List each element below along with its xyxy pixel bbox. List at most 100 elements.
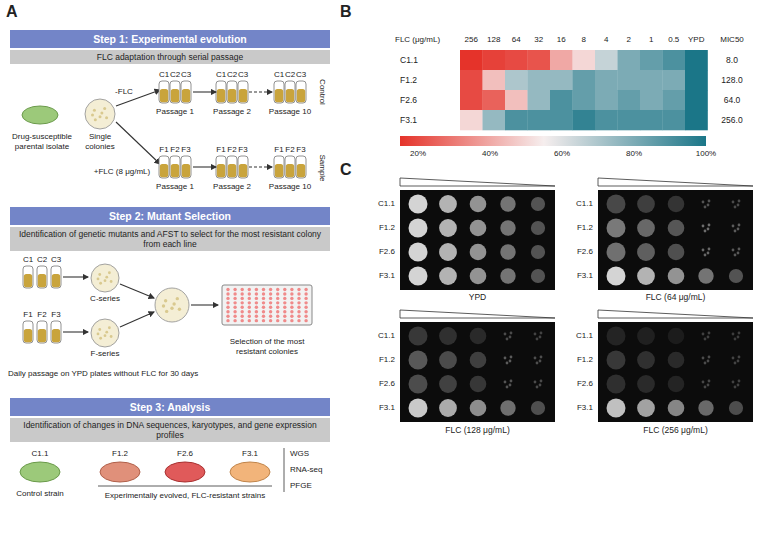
heatmap-cell [528,70,551,90]
yeast-spot [409,243,428,262]
figure-label: C1 [216,70,226,80]
heatmap-cell [483,90,506,110]
yeast-spot [409,267,428,286]
yeast-spot [637,351,655,369]
heatmap-cell [595,70,618,90]
colony-dot [704,230,707,233]
figure-label: Passage 10 [269,107,311,117]
yeast-spot [607,267,626,286]
panel-letter: A [6,2,18,21]
figure-label: F1.2 [379,223,395,233]
heatmap-cell [550,70,573,90]
yeast-spot [439,351,457,369]
agar-plate [85,99,115,129]
description-band: Identification of genetic mutants and AF… [10,227,330,251]
culture-tube [227,81,237,103]
concentration-header: 128 [487,35,500,45]
yeast-spot [531,221,545,235]
culture-tube [216,81,226,103]
colony-dot [536,362,539,365]
culture-tube [51,321,61,343]
colony-dot [737,360,740,363]
strain-cell [165,462,205,482]
step-header: Step 1: Experimental evolution [10,30,330,48]
agar-plate [155,288,189,322]
heatmap-cell [528,50,551,70]
yeast-spot [470,268,487,285]
heatmap-cell [505,90,528,110]
colony-dot [738,248,741,251]
colony-dot [509,336,512,339]
colony [165,310,168,313]
plate-well [304,301,307,304]
figure-label: -FLC [113,87,135,97]
culture-medium [182,164,190,177]
figure-label: F1.2 [577,355,593,365]
strain-cell [230,462,270,482]
description-band: FLC adaptation through serial passage [10,50,330,64]
plate-well [283,292,286,295]
colony [99,115,102,118]
culture-medium [275,89,283,102]
culture-tube [170,81,180,103]
yeast-spot [531,269,545,283]
figure-label: F3.1 [577,271,593,281]
plate-well [269,292,272,295]
colony-dot [738,356,741,359]
culture-tube [296,156,306,178]
yeast-spot [637,327,655,345]
culture-tube [274,81,284,103]
analysis-bracket [284,448,285,492]
plate-well [297,306,300,309]
plate-well [304,306,307,309]
colony-dot [708,380,711,383]
colony-dot [504,357,507,360]
plate-well [262,306,265,309]
heatmap-cell [685,90,708,110]
colony-dot [509,384,512,387]
plate-well [297,310,300,313]
figure-label: Daily passage on YPD plates without FLC … [8,369,198,379]
figure-label: C1.1 [576,331,593,341]
culture-tube [181,81,191,103]
plate-well [226,292,229,295]
figure-label: C2 [37,255,47,265]
figure-label: Control strain [16,489,64,499]
plate-well [269,301,272,304]
colony-dot [510,356,513,359]
description-text: Identification of changes in DNA sequenc… [18,420,322,440]
yeast-spot [500,244,515,259]
figure-label: MIC50 [720,35,744,45]
plate-well [255,306,258,309]
plate-well [290,292,293,295]
colony [105,331,108,334]
step-header: Step 2: Mutant Selection [10,207,330,225]
figure-label: F2.6 [379,379,395,389]
heatmap-cell [618,50,641,70]
heatmap-cell [685,70,708,90]
plate-well [233,310,236,313]
figure-label: YPD [469,292,486,302]
figure-label: F3 [238,145,247,155]
flow-arrow [63,276,88,277]
culture-medium [52,329,60,342]
figure-label: F1 [159,145,168,155]
colorbar-tick: 100% [696,149,716,159]
colony [99,337,102,340]
yeast-spot [470,376,487,393]
figure-label: C2 [227,70,237,80]
yeast-spot [439,327,457,345]
plate-well [297,292,300,295]
figure-label: 256.0 [721,115,742,125]
plate-well [290,297,293,300]
colony [94,118,97,121]
heatmap-cell [505,110,528,130]
heatmap-cell [595,110,618,130]
colony [170,306,173,309]
culture-medium [160,164,168,177]
figure-label: F3.1 [379,271,395,281]
culture-medium [171,89,179,102]
colony-dot [504,381,507,384]
heatmap-cell [663,70,686,90]
figure-label: F3.1 [379,403,395,413]
